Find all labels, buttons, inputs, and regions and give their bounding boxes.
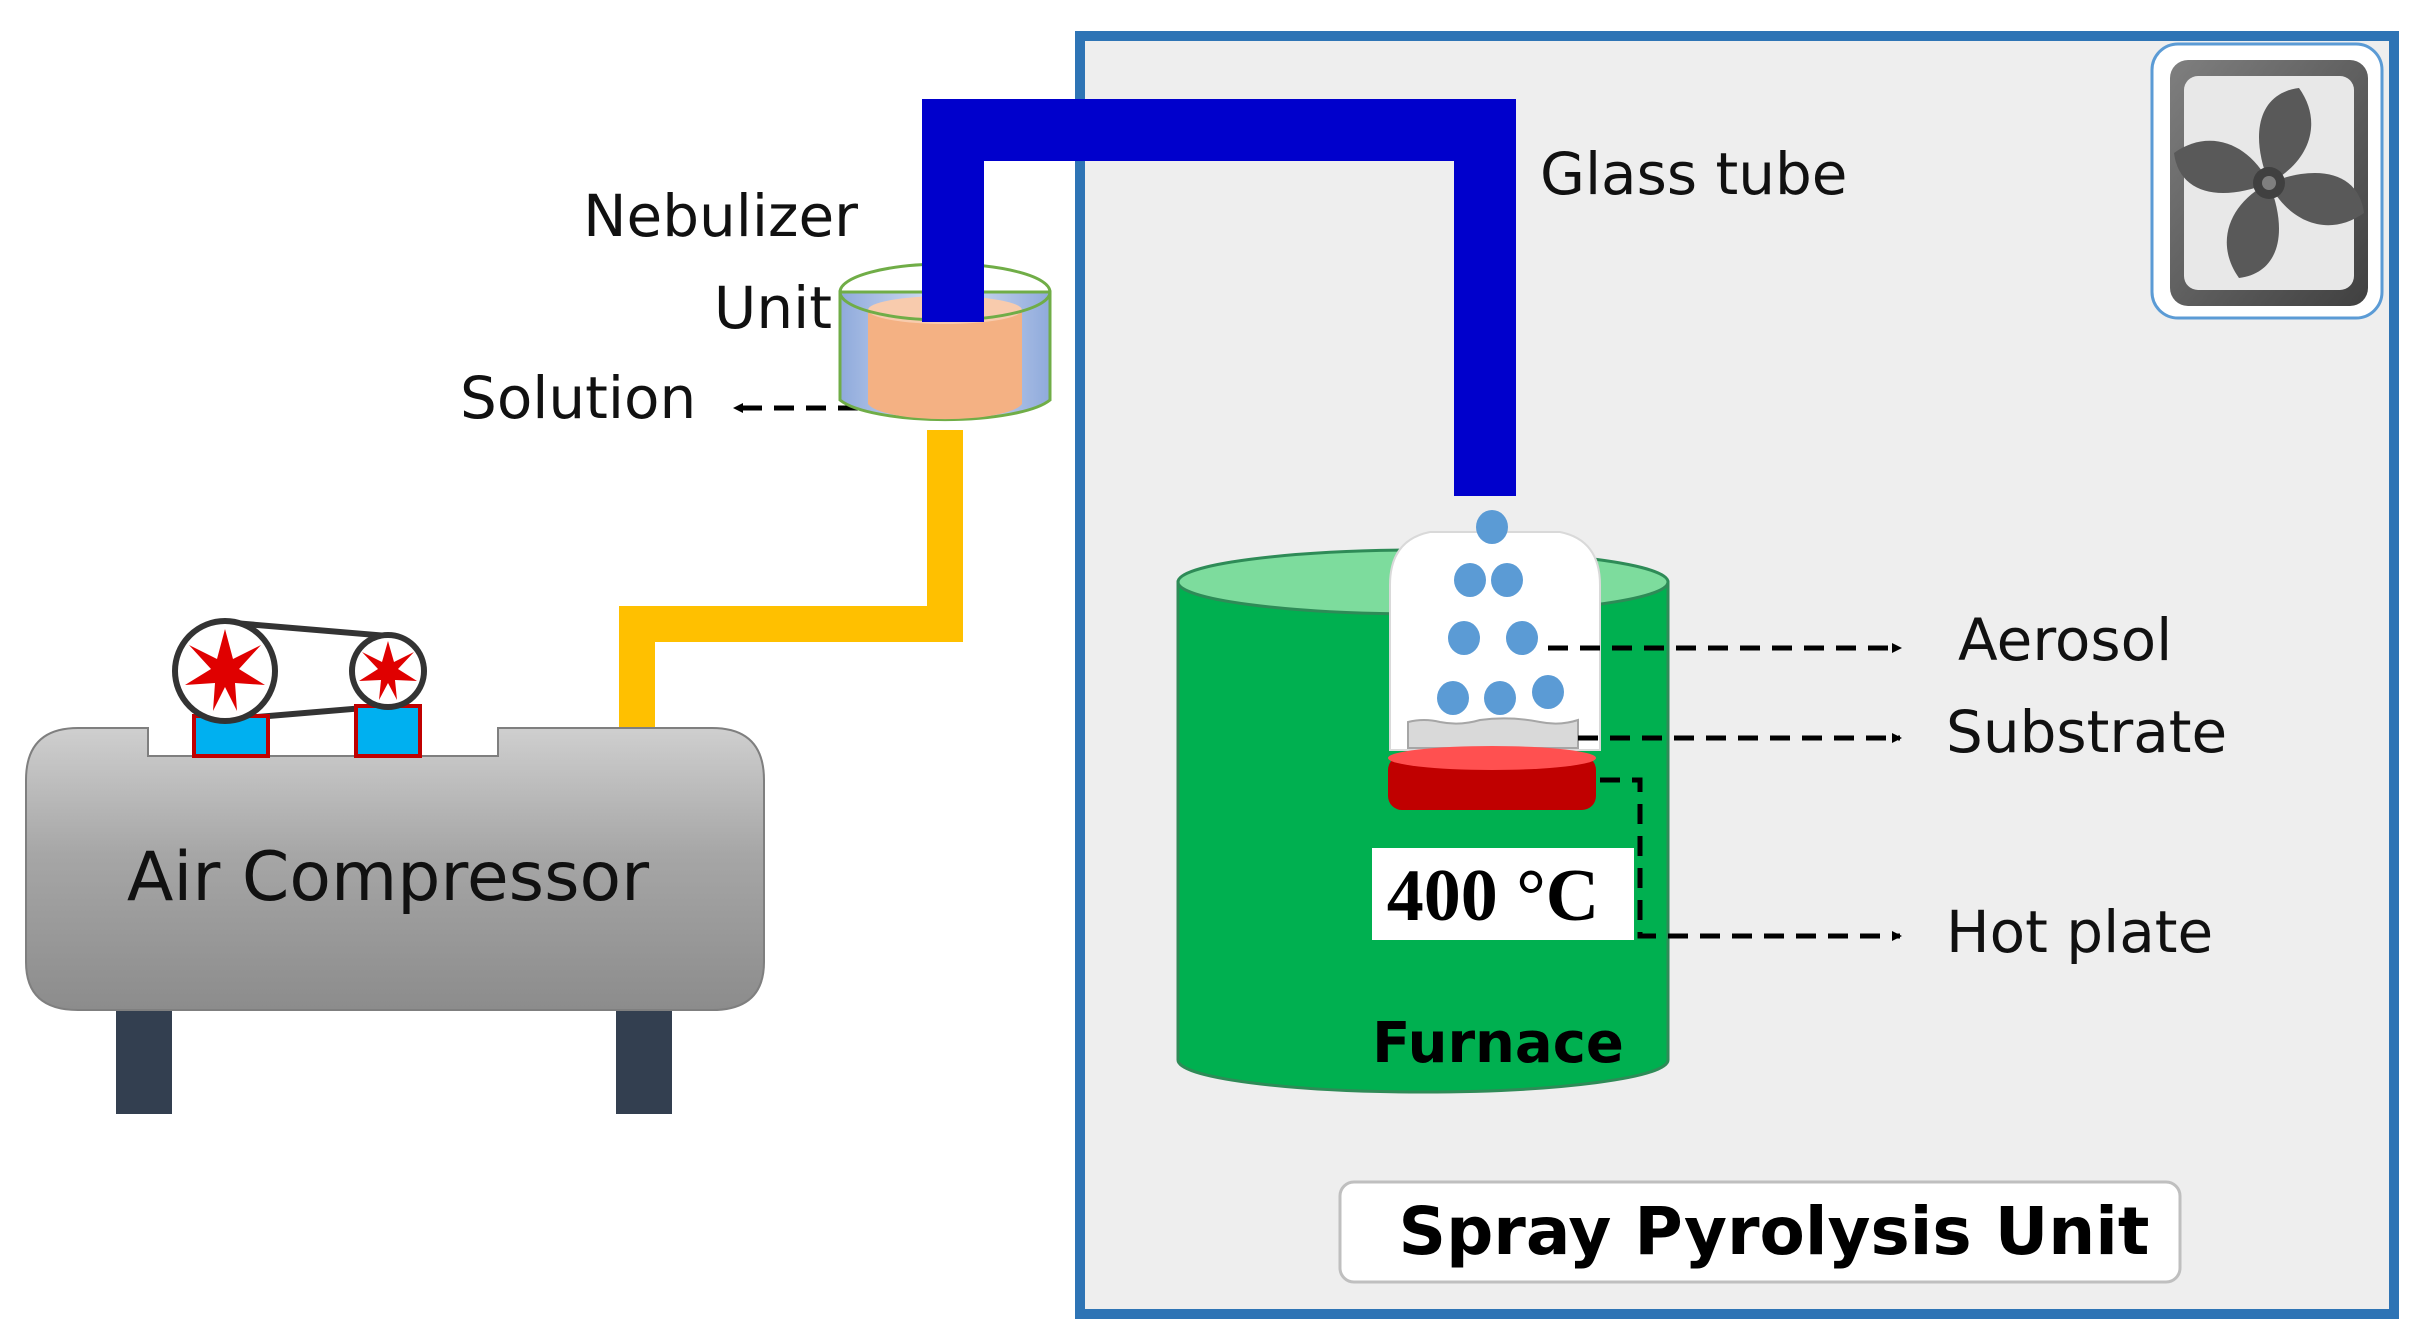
aerosol-label: Aerosol bbox=[1958, 606, 2172, 674]
glass-tube-label: Glass tube bbox=[1540, 140, 1847, 208]
hot-plate bbox=[1388, 746, 1596, 810]
substrate bbox=[1407, 717, 1579, 749]
spray-pyrolysis-caption-box bbox=[1338, 1180, 2182, 1284]
hot-plate-label: Hot plate bbox=[1946, 898, 2213, 966]
nebulizer-label-line2: Unit bbox=[714, 274, 832, 342]
aerosol-droplets bbox=[1437, 510, 1564, 715]
leader-lines bbox=[733, 403, 1902, 941]
air-compressor-label: Air Compressor bbox=[127, 838, 649, 917]
air-compressor: Air Compressor bbox=[25, 727, 765, 1114]
temperature-box bbox=[1372, 848, 1634, 940]
air-supply-line bbox=[619, 430, 963, 750]
motor-pulley-icon bbox=[172, 618, 427, 758]
temperature-label: 400 °C bbox=[1387, 855, 1600, 937]
nebulizer-label-line1: Nebulizer bbox=[583, 182, 858, 250]
spray-pyrolysis-caption: Spray Pyrolysis Unit bbox=[1399, 1193, 2150, 1270]
furnace-label: Furnace bbox=[1372, 1011, 1624, 1076]
hot-plate-leader bbox=[1600, 777, 1902, 941]
substrate-label: Substrate bbox=[1946, 698, 2227, 766]
solution-label: Solution bbox=[460, 364, 696, 432]
exhaust-fan-icon bbox=[2150, 42, 2384, 320]
glass-tube bbox=[922, 99, 1516, 496]
aerosol-chamber bbox=[1389, 531, 1601, 751]
